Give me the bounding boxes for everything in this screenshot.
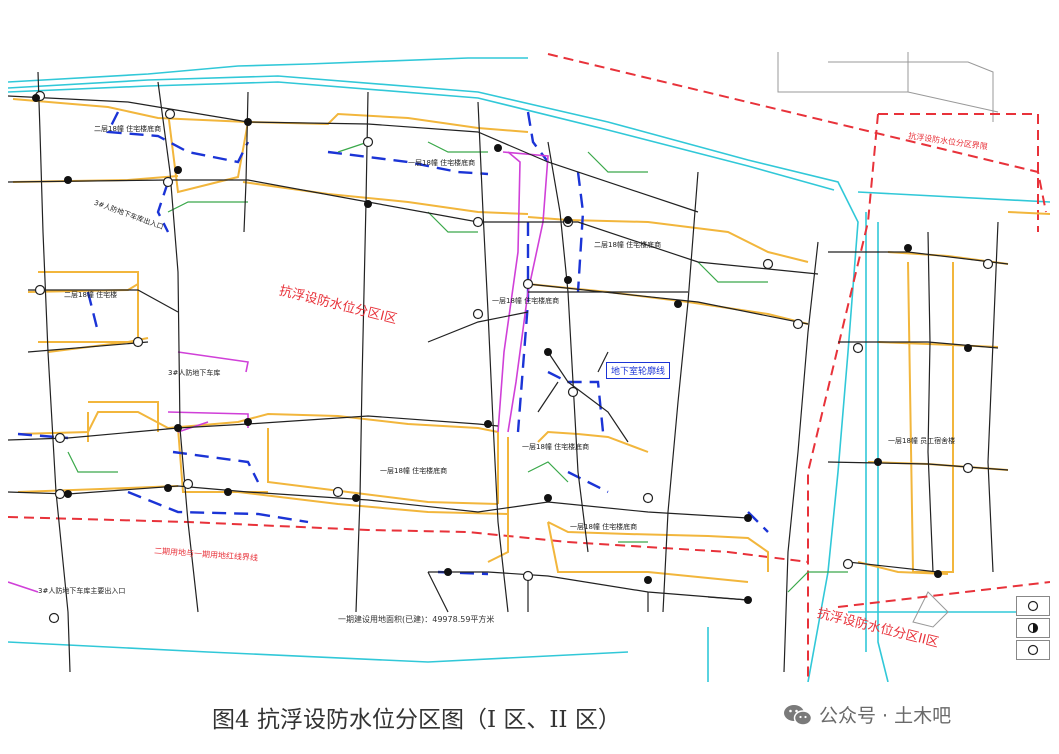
watermark-text: 公众号 · 土木吧 [819, 705, 952, 727]
open-circle-icon [1016, 596, 1050, 616]
entrance-left2-label: 3#人防地下车库 [168, 369, 221, 377]
site-plan-svg [8, 52, 1050, 682]
survey-points-filled [32, 94, 972, 604]
building-outlines [12, 98, 1050, 583]
survey-lines [8, 71, 1009, 673]
building-label: 二层18幢 住宅楼底商 [594, 241, 662, 249]
entrance-bottom-label: 3#人防地下车库主要出入口 [38, 587, 126, 595]
wechat-icon [784, 704, 813, 726]
building-label: 一层18幢 住宅楼底商 [492, 297, 560, 305]
half-filled-circle-icon [1016, 618, 1050, 638]
building-label: 一层18幢 员工宿舍楼 [888, 437, 956, 445]
underground-callout: 地下室轮廓线 [606, 362, 671, 379]
open-circle-icon [1016, 640, 1050, 660]
building-label: 一层18幢 住宅楼底商 [522, 443, 590, 451]
land-area-note: 一期建设用地面积(已建)：49978.59平方米 [338, 615, 495, 624]
map-legend [1016, 596, 1050, 676]
watermark: 公众号 · 土木吧 [783, 701, 951, 728]
building-label: 一层18幢 住宅楼底商 [380, 467, 448, 475]
existing-structures [777, 52, 999, 628]
magenta-lines [8, 151, 549, 593]
drawing-canvas: 抗浮设防水位分区I区 抗浮设防水位分区II区 二期用地与一期用地红线界线 抗浮设… [8, 52, 1050, 682]
building-label: 一层18幢 住宅楼底商 [408, 159, 476, 167]
figure-caption: 图4 抗浮设防水位分区图（I 区、II 区） [212, 707, 621, 733]
red-boundaries [8, 53, 1050, 682]
building-label: 一层18幢 住宅楼底商 [570, 523, 638, 531]
green-leaders [67, 141, 848, 593]
building-label: 二层18幢 住宅楼 [64, 291, 118, 299]
building-label: 二层18幢 住宅楼底商 [94, 125, 162, 133]
cyan-boundaries [8, 57, 1050, 682]
